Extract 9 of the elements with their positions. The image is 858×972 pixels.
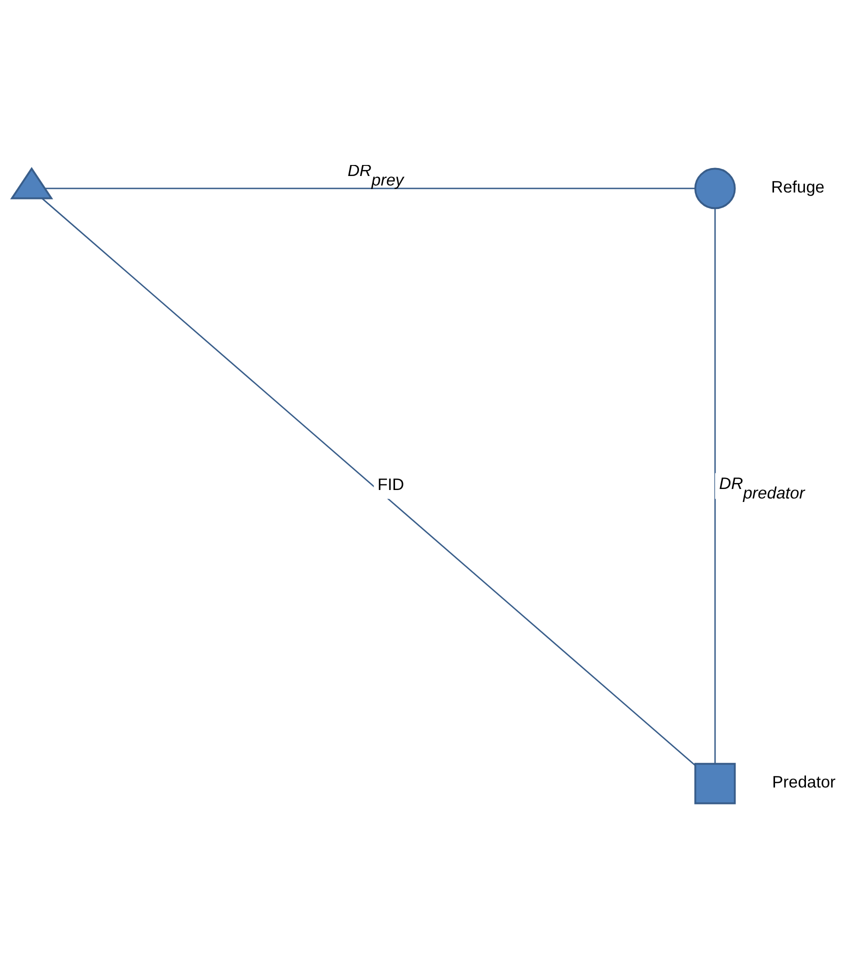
node-circle — [694, 168, 736, 210]
edge-label: FID — [377, 475, 404, 494]
node-box — [694, 762, 736, 804]
node-label: Predator — [772, 772, 836, 792]
connector — [45, 188, 696, 190]
connector — [42, 198, 696, 766]
connector — [714, 208, 716, 764]
node-label: Refuge — [771, 178, 825, 196]
node-triangle — [10, 167, 54, 200]
